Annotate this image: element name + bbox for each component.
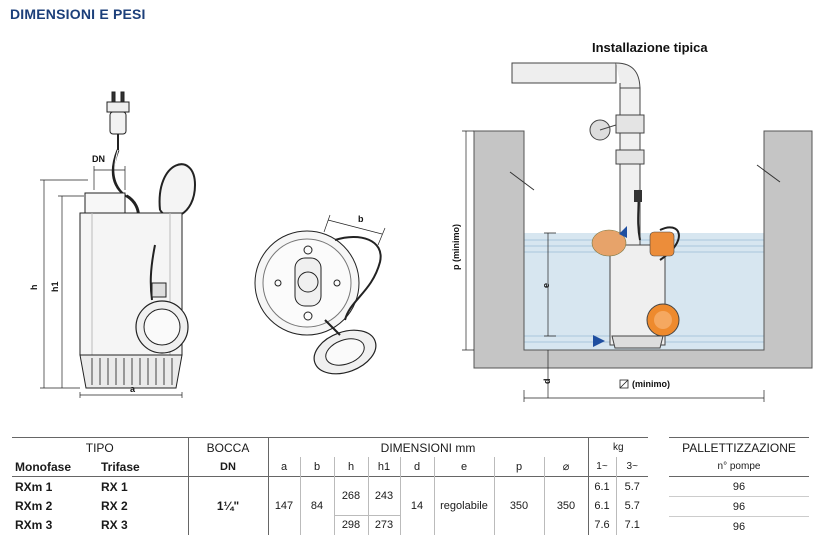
value-b: 84	[300, 476, 335, 535]
col-d: d	[400, 457, 435, 477]
label-p-minimo: p (minimo)	[451, 224, 461, 270]
col-h1: h1	[368, 457, 401, 477]
pallet-table: PALLETTIZZAZIONE n° pompe 96 96 96	[669, 437, 809, 536]
row-3-tri: RX 3	[98, 515, 189, 535]
value-d: 14	[400, 476, 435, 535]
row-1-tri: RX 1	[98, 476, 189, 496]
header-tipo: TIPO	[12, 437, 189, 457]
pump-front-view	[40, 91, 197, 398]
row-2-tri: RX 2	[98, 496, 189, 515]
installation-title: Installazione tipica	[592, 40, 708, 55]
pallet-row-1: 96	[732, 480, 746, 493]
row-2-kg1: 6.1	[588, 496, 617, 515]
col-kg-1: 1~	[588, 457, 617, 477]
pallet-header: PALLETTIZZAZIONE	[682, 440, 796, 455]
value-h-12: 268	[334, 476, 369, 515]
row-1-kg1: 6.1	[588, 476, 617, 496]
label-dn: DN	[92, 154, 105, 164]
col-b: b	[300, 457, 335, 477]
value-square: 350	[544, 476, 589, 535]
value-h1-12: 243	[368, 476, 401, 515]
row-3-kg1: 7.6	[588, 515, 617, 535]
header-kg: kg	[612, 442, 624, 453]
value-p: 350	[494, 476, 545, 535]
label-d: d	[542, 379, 552, 385]
page-title: DIMENSIONI E PESI	[10, 6, 146, 22]
technical-drawings: DN h h1 a b	[29, 62, 813, 402]
value-e: regolabile	[434, 476, 495, 535]
row-1-kg3: 5.7	[624, 480, 640, 493]
label-h: h	[29, 285, 39, 291]
col-h: h	[334, 457, 369, 477]
row-3-kg3: 7.1	[624, 518, 640, 531]
pallet-sub: n° pompe	[717, 461, 761, 472]
row-2-mono: RXm 2	[15, 498, 53, 513]
col-kg-3: 3~	[626, 461, 638, 472]
pump-top-view	[254, 214, 386, 375]
pallet-row-2: 96	[732, 500, 746, 513]
pallet-row-3: 96	[732, 520, 746, 533]
row-3-h1: 273	[368, 514, 401, 535]
dimensions-table: TIPO BOCCA DIMENSIONI mm kg Monofase Tri…	[12, 437, 648, 535]
bocca-value: 1¼"	[188, 476, 269, 535]
header-bocca: BOCCA	[188, 437, 269, 457]
label-a: a	[130, 384, 136, 394]
row-3-mono: RXm 3	[15, 517, 53, 532]
label-b: b	[358, 214, 364, 224]
header-dimensioni: DIMENSIONI mm	[268, 437, 589, 457]
row-1-mono: RXm 1	[15, 479, 53, 494]
label-square-minimo: (minimo)	[632, 379, 670, 389]
header-trifase: Trifase	[98, 457, 189, 477]
label-h1: h1	[50, 281, 60, 292]
row-2-kg3: 5.7	[624, 499, 640, 512]
header-dn: DN	[188, 457, 269, 477]
col-square: ⌀	[544, 457, 589, 477]
installation-diagram	[462, 62, 813, 402]
value-a: 147	[268, 476, 301, 535]
col-p: p	[494, 457, 545, 477]
col-e: e	[434, 457, 495, 477]
header-monofase: Monofase	[15, 459, 72, 474]
label-e: e	[541, 283, 551, 288]
row-3-h: 298	[334, 514, 369, 535]
col-a: a	[268, 457, 301, 477]
